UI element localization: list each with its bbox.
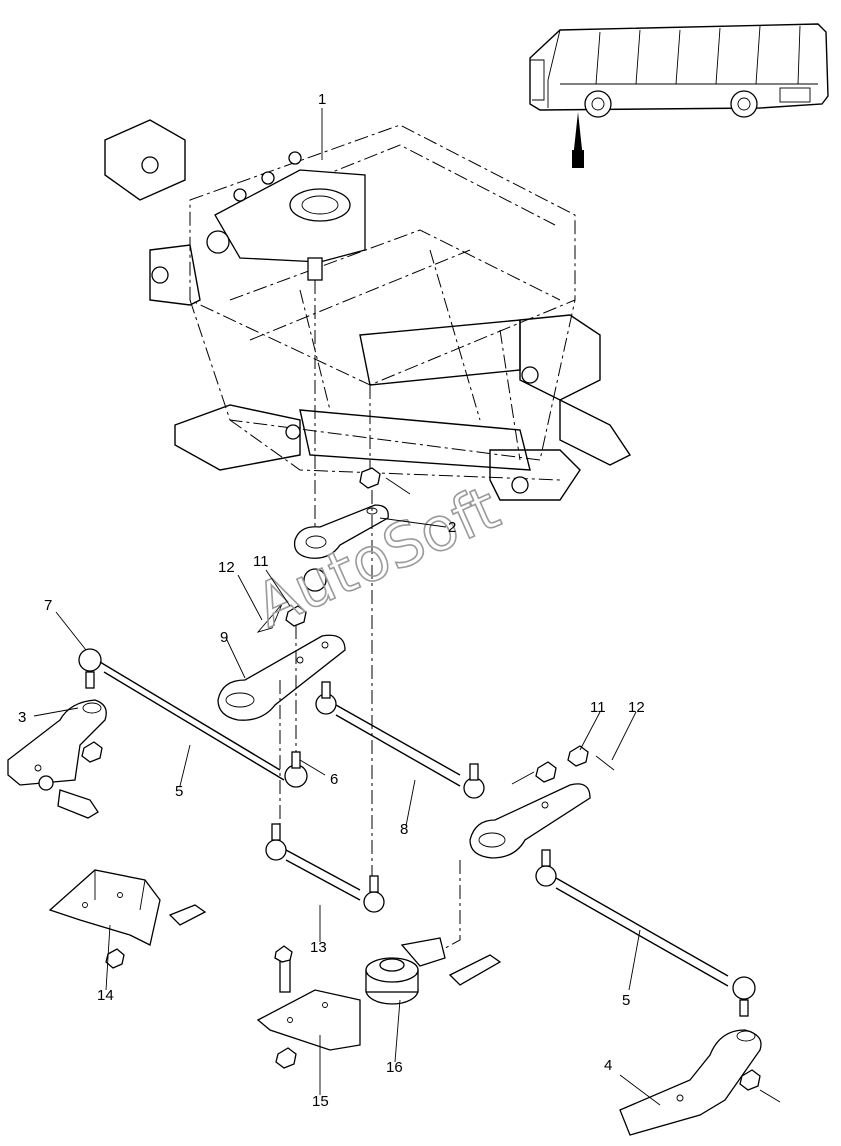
pitman-arm xyxy=(293,467,411,592)
idler-bearing xyxy=(365,937,502,1005)
idler-bracket-left xyxy=(48,869,207,969)
callout-12-left: 12 xyxy=(218,559,235,576)
watermark: AutoSoft xyxy=(245,472,510,642)
tie-rod-left xyxy=(78,648,308,788)
callout-6: 6 xyxy=(330,771,338,788)
idler-bracket-lower xyxy=(256,945,361,1069)
tie-rod-right xyxy=(535,849,756,1017)
callout-9: 9 xyxy=(220,629,228,646)
callout-11-left: 11 xyxy=(253,553,269,570)
leader-lines xyxy=(33,108,661,1106)
callout-12-right: 12 xyxy=(628,699,645,716)
callout-5-left: 5 xyxy=(175,783,183,800)
chassis-frame-outline xyxy=(104,119,632,501)
svg-text:AutoSoft: AutoSoft xyxy=(246,473,510,642)
steering-arm xyxy=(619,1029,781,1136)
tie-rod-center xyxy=(315,681,485,799)
callout-5-right: 5 xyxy=(622,992,630,1009)
callout-14: 14 xyxy=(97,987,114,1004)
callout-7: 7 xyxy=(44,597,52,614)
callouts: 1 2 3 4 5 5 6 7 8 9 11 11 12 12 13 14 15… xyxy=(18,91,645,1110)
tie-rod-lower xyxy=(265,823,385,913)
callout-11-right: 11 xyxy=(590,699,606,716)
callout-3: 3 xyxy=(18,709,26,726)
callout-1: 1 xyxy=(318,91,326,108)
callout-2: 2 xyxy=(448,519,456,536)
callout-16: 16 xyxy=(386,1059,403,1076)
callout-13: 13 xyxy=(310,939,327,956)
bus-locator-icon xyxy=(529,23,829,118)
callout-15: 15 xyxy=(312,1093,329,1110)
callout-4: 4 xyxy=(604,1057,612,1074)
callout-8: 8 xyxy=(400,821,408,838)
idler-arm-right xyxy=(469,745,615,859)
steering-gear xyxy=(206,151,366,281)
idler-arm xyxy=(217,603,346,721)
location-arrow-icon xyxy=(572,112,584,168)
drag-link-bracket xyxy=(7,699,107,819)
